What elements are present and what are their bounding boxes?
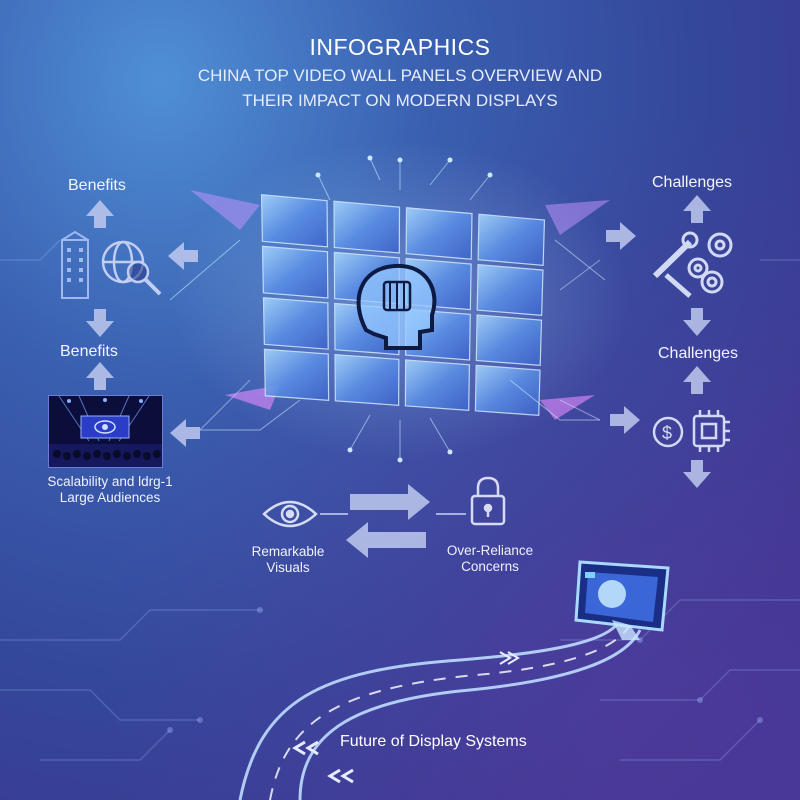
video-wall-panel (476, 263, 544, 316)
future-path (238, 619, 642, 800)
benefits-label-bottom: Benefits (60, 343, 118, 360)
video-wall-panel (404, 359, 471, 411)
globe-search-icon (101, 240, 162, 296)
lock-icon (470, 476, 506, 526)
arrow-left-icon (346, 522, 426, 558)
video-wall-panel (261, 245, 329, 299)
chevron-icon (292, 740, 354, 784)
svg-text:$: $ (662, 423, 672, 443)
subtitle-line-2: THEIR IMPACT ON MODERN DISPLAYS (242, 91, 558, 110)
page-title: INFOGRAPHICS (309, 34, 491, 60)
scalability-label-line-1: Scalability and ldrg-1 (47, 474, 173, 489)
arrow-up-icon (683, 366, 711, 394)
video-wall-panel (260, 194, 329, 248)
arrow-right-icon (350, 484, 430, 520)
arrow-left-icon (170, 419, 200, 447)
arrow-left-icon (168, 242, 198, 270)
chip-icon (692, 410, 730, 452)
arrow-up-icon (683, 195, 711, 223)
video-wall-panel (263, 348, 330, 401)
eye-icon (262, 500, 318, 528)
arrow-right-icon (606, 222, 636, 250)
arrow-down-icon (683, 460, 711, 488)
challenges-label-bottom: Challenges (658, 345, 739, 362)
video-wall-panel (475, 314, 543, 366)
video-wall-panel (405, 207, 473, 260)
gears-wrench-icon (652, 231, 733, 298)
arrow-down-icon (683, 308, 711, 336)
future-label: Future of Display Systems (340, 733, 527, 750)
monitor-icon (574, 560, 670, 640)
arrow-up-icon (86, 362, 114, 390)
over-reliance-line-2: Concerns (461, 559, 519, 574)
video-wall-panel (334, 353, 400, 406)
ai-head-icon (356, 263, 437, 350)
benefits-label-top: Benefits (68, 177, 126, 194)
remarkable-visuals-line-1: Remarkable (251, 544, 325, 559)
remarkable-visuals-line-2: Visuals (266, 560, 310, 575)
concert-stage-image (48, 395, 163, 468)
dollar-icon: $ (652, 416, 684, 448)
video-wall-panel (474, 364, 541, 417)
arrow-right-icon (610, 406, 640, 434)
scalability-label-line-2: Large Audiences (59, 490, 161, 505)
over-reliance-line-1: Over-Reliance (446, 543, 534, 558)
building-icon (61, 230, 89, 299)
challenges-label-top: Challenges (652, 174, 733, 191)
subtitle-line-1: CHINA TOP VIDEO WALL PANELS OVERVIEW AND (197, 66, 603, 85)
video-wall-panel (262, 297, 329, 350)
video-wall-panel (477, 213, 546, 266)
arrow-up-icon (86, 200, 114, 228)
arrow-down-icon (86, 309, 114, 337)
video-wall-panel (333, 200, 401, 254)
